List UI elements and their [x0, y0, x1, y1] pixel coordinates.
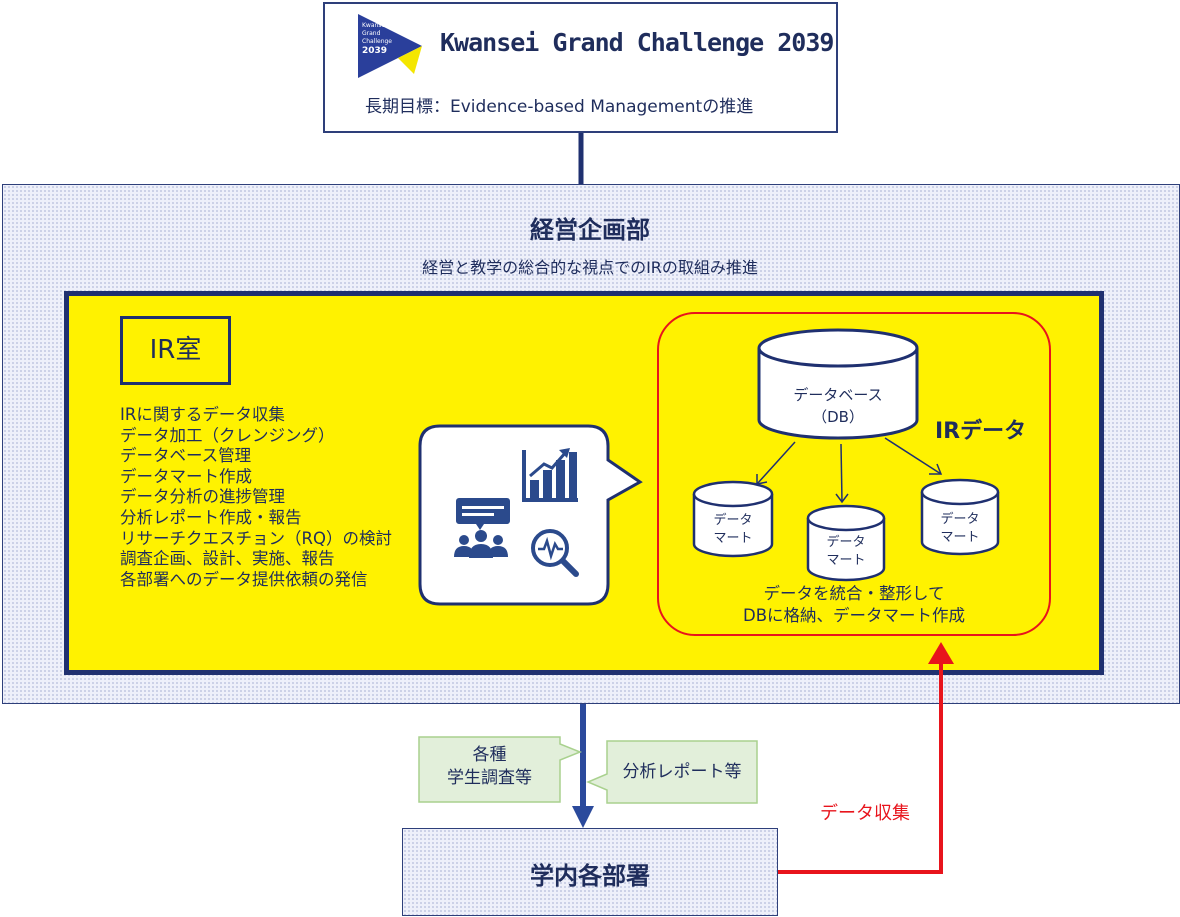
svg-text:マート: マート — [826, 553, 865, 568]
ir-task-item: 分析レポート作成・報告 — [120, 507, 302, 527]
database-label-abbr: （DB） — [812, 408, 864, 426]
survey-callout-line1: 各種 — [472, 745, 507, 765]
management-planning-subtitle: 経営と教学の総合的な視点でのIRの取組み推進 — [422, 258, 758, 277]
data-collection-label: データ収集 — [820, 803, 910, 824]
kgc-title: Kwansei Grand Challenge 2039 — [440, 28, 834, 57]
logo-text-1: Kwansei — [362, 22, 387, 29]
report-callout — [586, 740, 758, 804]
management-planning-title: 経営企画部 — [530, 216, 650, 244]
data-collection-arrow — [778, 642, 954, 874]
database-diagram: データベース （DB） データ マート データ マート データ マート — [692, 328, 1000, 582]
data-mart-1: データ マート — [692, 480, 774, 558]
report-callout-text: 分析レポート等 — [622, 762, 742, 782]
ir-task-item: データ分析の進捗管理 — [120, 487, 285, 507]
kgc-logo: Kwansei Grand Challenge 2039 — [358, 14, 422, 78]
analytics-icon-bubble — [418, 424, 643, 606]
ir-task-item: データマート作成 — [120, 466, 252, 486]
magnifier-analytics-icon — [531, 529, 579, 577]
svg-text:マート: マート — [713, 531, 752, 546]
bar-chart-icon — [522, 448, 578, 502]
report-flow-arrow — [572, 704, 594, 828]
ir-task-item: データベース管理 — [120, 446, 252, 466]
ir-data-label: IRデータ — [935, 419, 1027, 444]
svg-text:データ: データ — [940, 511, 979, 527]
svg-text:データ: データ — [713, 512, 752, 528]
data-mart-3: データ マート — [920, 478, 1000, 556]
ir-task-item: 各部署へのデータ提供依頼の発信 — [120, 569, 368, 589]
db-to-mart-arrows — [756, 437, 943, 504]
ir-task-item: データ加工（クレンジング） — [120, 425, 335, 445]
ir-task-item: IRに関するデータ収集 — [120, 405, 285, 424]
database-label: データベース — [793, 386, 882, 404]
database-icon: データベース （DB） — [757, 328, 919, 440]
survey-callout — [418, 736, 583, 803]
departments-label: 学内各部署 — [530, 862, 650, 890]
logo-text-3: Challenge — [362, 38, 392, 45]
ir-data-caption-line2: DBに格納、データマート作成 — [742, 606, 966, 625]
data-mart-2: データ マート — [806, 504, 886, 582]
ir-data-caption-line1: データを統合・整形して — [763, 584, 945, 603]
svg-text:データ: データ — [826, 534, 865, 550]
logo-text-2: Grand — [362, 30, 381, 37]
long-term-goal: 長期目標：Evidence-based Managementの推進 — [365, 97, 754, 117]
ir-task-list: IRに関するデータ収集 データ加工（クレンジング） データベース管理 データマー… — [120, 405, 392, 590]
ir-task-item: リサーチクエスチョン（RQ）の検討 — [120, 528, 392, 548]
survey-callout-text: 各種 学生調査等 — [419, 744, 560, 790]
ir-office-label: IR室 — [120, 316, 231, 385]
survey-callout-line2: 学生調査等 — [447, 768, 532, 788]
logo-text-4: 2039 — [362, 46, 387, 56]
svg-text:マート: マート — [940, 530, 979, 545]
departments-box — [402, 828, 778, 916]
presentation-audience-icon — [454, 498, 510, 558]
ir-data-caption: データを統合・整形して DBに格納、データマート作成 — [657, 583, 1051, 627]
ir-task-item: 調査企画、設計、実施、報告 — [120, 549, 335, 569]
